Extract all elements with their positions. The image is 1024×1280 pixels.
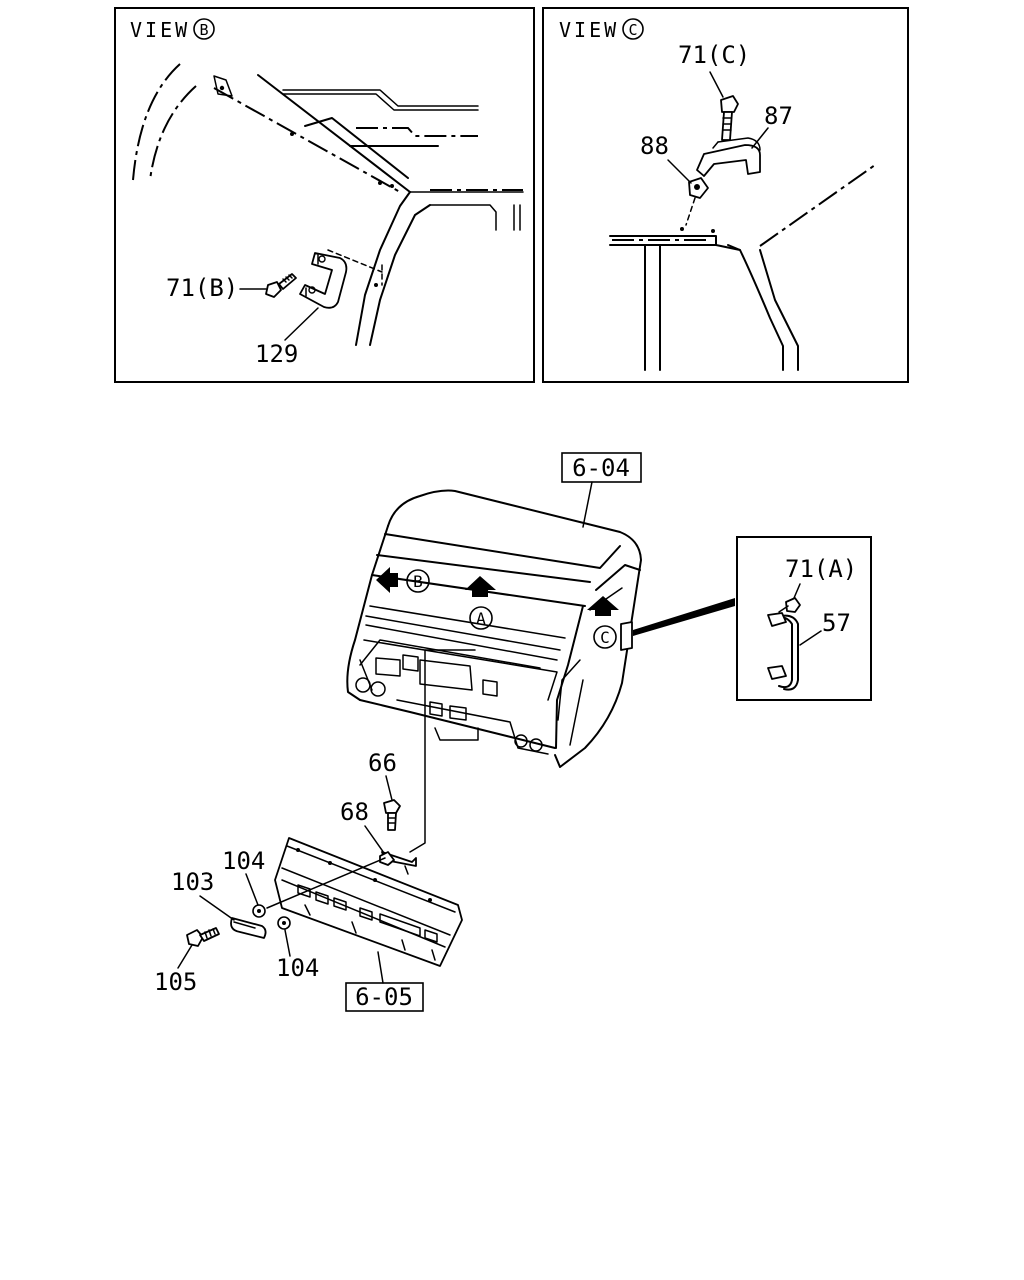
bolt-71b [265, 273, 297, 298]
cab-view-marks: B A C [406, 569, 617, 649]
bolt-105 [186, 927, 220, 947]
view-c-mark-letter: C [628, 21, 637, 39]
ref-6-04-label: 6-04 [572, 454, 630, 482]
bracket-57 [767, 612, 799, 691]
leader-57 [799, 630, 822, 646]
view-c-panel: VIEW C [542, 7, 909, 383]
callout-129: 129 [255, 340, 298, 368]
bolt-71a [778, 597, 801, 613]
callout-104-upper: 104 [222, 847, 265, 875]
callout-105: 105 [154, 968, 197, 996]
view-b-frame [114, 7, 535, 383]
mark-b-letter: B [413, 572, 423, 591]
mark-a-letter: A [476, 609, 486, 628]
detail-a-panel: 71(A) 57 [736, 536, 872, 701]
grille-assembly: 6-05 66 68 104 103 104 105 [154, 749, 463, 1012]
callout-71a: 71(A) [785, 555, 857, 583]
mark-b: B [406, 569, 430, 593]
grille-panel [274, 837, 463, 967]
leader-71a [793, 583, 801, 599]
callout-104-lower: 104 [276, 954, 319, 982]
bolt-71c [720, 95, 739, 141]
arrow-view-b [376, 567, 398, 593]
callout-71b: 71(B) [166, 274, 238, 302]
view-c-callouts: 71(C) 87 88 [640, 41, 793, 184]
detail-a-pointer [633, 598, 735, 636]
view-c-circle-mark: C [622, 18, 644, 40]
callout-71c: 71(C) [678, 41, 750, 69]
bracket-87 [696, 137, 761, 177]
nut-88 [685, 177, 709, 226]
arrow-view-a [465, 576, 496, 597]
bolt-66 [383, 799, 401, 831]
view-arrows [376, 567, 619, 616]
washer-104-upper [252, 904, 266, 918]
bracket-129 [299, 249, 383, 309]
callout-88: 88 [640, 132, 669, 160]
ref-box-6-05: 6-05 [345, 951, 424, 1012]
leader-129 [284, 307, 319, 341]
leader-104-lower [284, 929, 291, 957]
arrow-view-c [587, 596, 619, 616]
mark-c-letter: C [600, 628, 610, 647]
leader-cab-to-68 [409, 649, 476, 853]
view-b-title: VIEW [130, 18, 190, 42]
bracket-68 [379, 851, 417, 875]
callout-87: 87 [764, 102, 793, 130]
view-c-title: VIEW [559, 18, 619, 42]
mark-c: C [593, 625, 617, 649]
view-b-circle-mark: B [193, 18, 215, 40]
cab-assembly: 6-04 [346, 452, 735, 853]
washer-104-lower [277, 916, 291, 930]
callout-68: 68 [340, 798, 369, 826]
leader-66 [385, 775, 393, 801]
leader-6-05 [377, 951, 384, 984]
view-b-cab-outline [132, 63, 524, 346]
leader-103 [199, 895, 235, 921]
view-c-frame [542, 7, 909, 383]
callout-57: 57 [822, 609, 851, 637]
mark-a: A [469, 606, 493, 630]
leader-68 [364, 825, 385, 854]
grille-callouts: 66 68 104 103 104 105 [154, 749, 397, 996]
handle-103 [230, 917, 267, 939]
leader-88 [667, 159, 692, 184]
leader-6-04 [582, 481, 593, 528]
ref-6-05-label: 6-05 [355, 983, 413, 1011]
leader-105 [177, 944, 193, 969]
view-b-callouts: 71(B) 129 [166, 274, 319, 368]
ref-box-6-04: 6-04 [561, 452, 642, 528]
leader-104-upper [245, 873, 259, 906]
leader-71c [709, 71, 724, 98]
view-b-panel: VIEW B [114, 7, 535, 383]
detail-a-frame [736, 536, 872, 701]
cab-body [346, 489, 642, 768]
callout-66: 66 [368, 749, 397, 777]
leader-handle-to-grille [266, 857, 386, 909]
leader-87 [751, 127, 769, 149]
view-b-mark-letter: B [199, 21, 208, 39]
view-c-cab-outline [609, 164, 876, 371]
callout-103: 103 [171, 868, 214, 896]
